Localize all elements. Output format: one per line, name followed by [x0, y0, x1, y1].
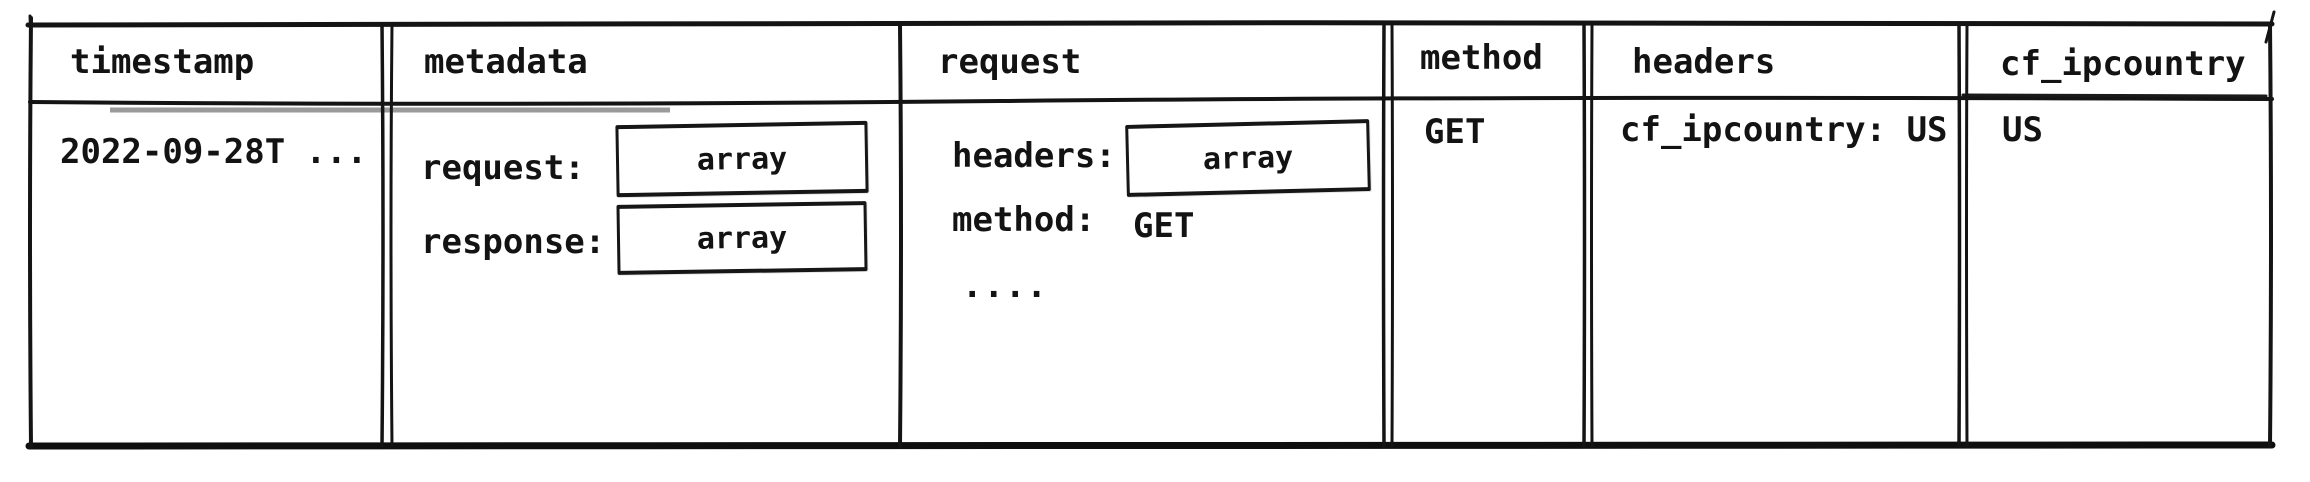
- request-field-headers-label: headers:: [952, 136, 1116, 176]
- metadata-response-array-label: array: [696, 219, 788, 257]
- request-headers-array-label: array: [1202, 139, 1294, 177]
- table-border-bottom: [25, 441, 2276, 451]
- column-header-headers: headers: [1632, 42, 1776, 82]
- divider-method-headers-a: [1582, 22, 1587, 448]
- metadata-request-array-box: array: [615, 120, 869, 198]
- column-header-metadata: metadata: [424, 42, 588, 82]
- metadata-field-response-label: response:: [421, 222, 606, 262]
- divider-metadata-request: [898, 22, 903, 448]
- divider-timestamp-metadata-b: [389, 22, 394, 448]
- metadata-request-array-label: array: [696, 140, 788, 178]
- request-more-fields-ellipsis: ....: [962, 266, 1048, 306]
- corner-tick-top-right: [2264, 10, 2276, 44]
- cell-timestamp-value: 2022-09-28T ...: [60, 132, 368, 172]
- metadata-field-request-label: request:: [421, 148, 585, 188]
- column-header-method: method: [1420, 38, 1543, 78]
- header-separator-sketch-overlap2: [1961, 93, 2268, 98]
- divider-headers-cfipcountry-a: [1957, 22, 1962, 448]
- header-separator: [28, 95, 2274, 106]
- table-border-top: [25, 20, 2275, 28]
- cell-cf-ipcountry-value: US: [2002, 110, 2043, 150]
- column-header-cf-ipcountry: cf_ipcountry: [2000, 44, 2246, 84]
- divider-request-method-a: [1381, 22, 1386, 448]
- cell-headers-value: cf_ipcountry: US: [1620, 110, 1948, 150]
- divider-method-headers-b: [1590, 22, 1594, 448]
- table-border-right: [2268, 22, 2273, 448]
- column-header-request: request: [938, 42, 1082, 82]
- column-header-timestamp: timestamp: [70, 42, 255, 82]
- metadata-response-array-box: array: [616, 201, 868, 275]
- cell-method-value: GET: [1424, 112, 1486, 152]
- request-field-method-label: method:: [952, 200, 1096, 240]
- table-border-left: [28, 16, 33, 449]
- divider-request-method-b: [1390, 22, 1394, 448]
- corner-tick-top-left: [28, 14, 33, 42]
- divider-timestamp-metadata-a: [380, 22, 385, 448]
- divider-headers-cfipcountry-b: [1965, 22, 1969, 448]
- request-headers-array-box: array: [1125, 119, 1371, 197]
- request-field-method-value: GET: [1133, 206, 1195, 246]
